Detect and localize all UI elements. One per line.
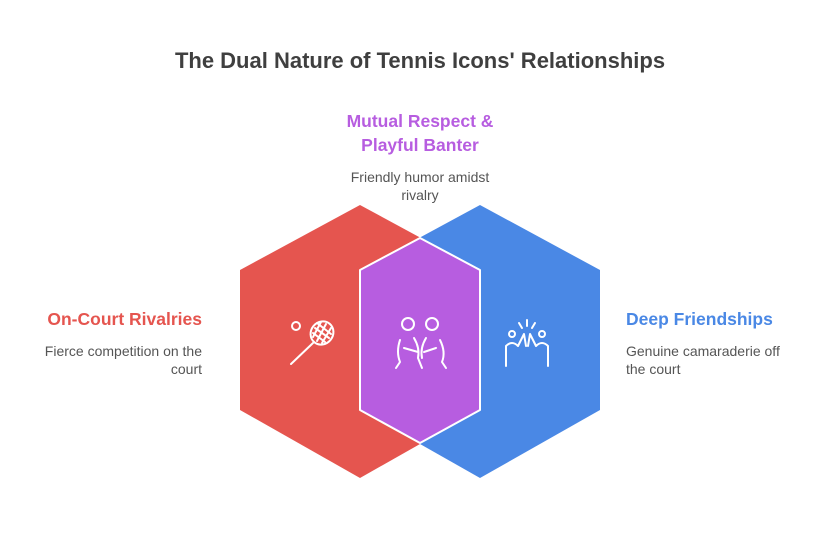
friendship-description: Genuine camaraderie off the court [626, 343, 780, 377]
high-five-icon [505, 319, 549, 367]
rivalry-heading: On-Court Rivalries [47, 309, 202, 329]
tennis-racket-icon [290, 320, 335, 365]
overlap-heading: Mutual Respect & Playful Banter [346, 111, 494, 155]
two-people-icon [395, 317, 447, 369]
rivalry-description: Fierce competition on the court [44, 343, 202, 377]
friendship-heading: Deep Friendships [626, 309, 773, 329]
overlap-description: Friendly humor amidst rivalry [350, 169, 490, 203]
overlap-hexagon [359, 237, 481, 444]
page-title: The Dual Nature of Tennis Icons' Relatio… [174, 48, 666, 73]
